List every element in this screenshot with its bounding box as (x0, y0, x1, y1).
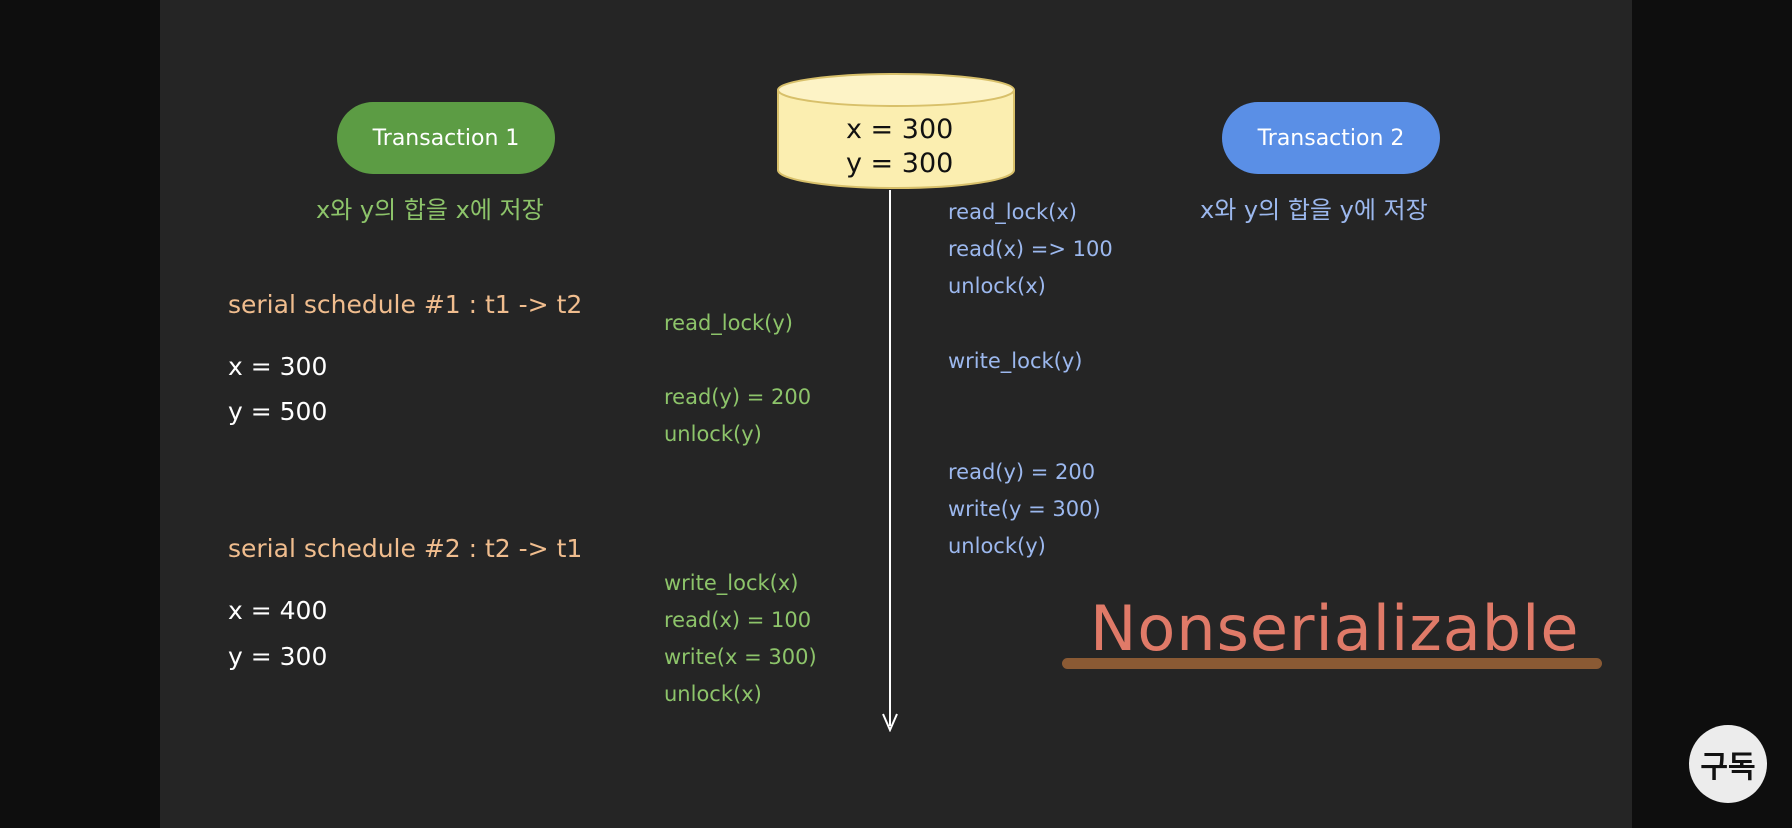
t2-op: read(y) = 200 (948, 460, 1096, 484)
transaction-1-label: Transaction 1 (372, 125, 520, 151)
t1-op: unlock(x) (664, 682, 762, 706)
t2-op: write(y = 300) (948, 497, 1101, 521)
t1-op: read(x) = 100 (664, 608, 812, 632)
t1-op: write(x = 300) (664, 645, 817, 669)
t2-op: unlock(y) (948, 534, 1046, 558)
transaction-1-description: x와 y의 합을 x에 저장 (316, 196, 544, 224)
nonserializable-label: Nonserializable (1090, 592, 1580, 665)
transaction-2-label: Transaction 2 (1257, 125, 1405, 151)
schedule-2-title: serial schedule #2 : t2 -> t1 (228, 534, 583, 563)
result-underline (1062, 658, 1602, 669)
schedule-2-y: y = 300 (228, 642, 328, 671)
t2-op: unlock(x) (948, 274, 1046, 298)
t1-op: read(y) = 200 (664, 385, 812, 409)
t2-op: write_lock(y) (948, 349, 1083, 373)
schedule-1-y: y = 500 (228, 397, 328, 426)
transaction-2-badge: Transaction 2 (1222, 102, 1440, 174)
schedule-1-x: x = 300 (228, 352, 328, 381)
timeline-arrow (882, 190, 898, 732)
t2-op: read_lock(x) (948, 200, 1077, 224)
schedule-2-x: x = 400 (228, 596, 328, 625)
database-y-value: y = 300 (846, 148, 954, 179)
schedule-1-title: serial schedule #1 : t1 -> t2 (228, 290, 583, 319)
database-icon (777, 73, 1015, 189)
transaction-2-description: x와 y의 합을 y에 저장 (1200, 196, 1428, 224)
database-cylinder: x = 300 y = 300 (776, 72, 1016, 192)
subscribe-button[interactable]: 구독 (1689, 725, 1767, 803)
t2-op: read(x) => 100 (948, 237, 1113, 261)
t1-op: read_lock(y) (664, 311, 793, 335)
transaction-1-badge: Transaction 1 (337, 102, 555, 174)
t1-op: unlock(y) (664, 422, 762, 446)
database-x-value: x = 300 (846, 114, 954, 145)
t1-op: write_lock(x) (664, 571, 799, 595)
